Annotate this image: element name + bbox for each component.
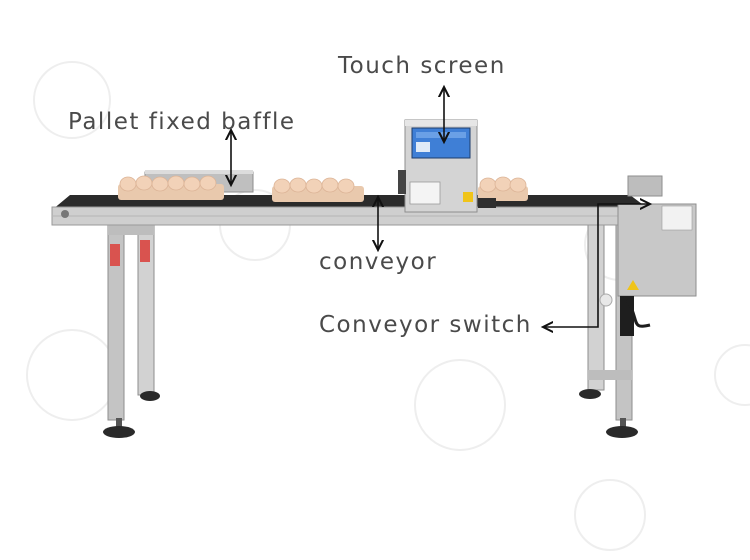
conveyor-label: conveyor [319, 249, 438, 275]
printer-unit [398, 119, 496, 213]
conveyor-switch-arrow [543, 204, 650, 327]
egg-tray-1 [118, 175, 224, 200]
egg-tray-3 [478, 176, 528, 201]
conveyor-switch-label: Conveyor switch [319, 312, 532, 338]
pallet-fixed-baffle-label: Pallet fixed baffle [68, 109, 296, 135]
egg-tray-2 [272, 177, 364, 202]
touch-screen-label: Touch screen [338, 53, 506, 79]
left-leg [103, 224, 160, 438]
watermark [26, 61, 750, 551]
